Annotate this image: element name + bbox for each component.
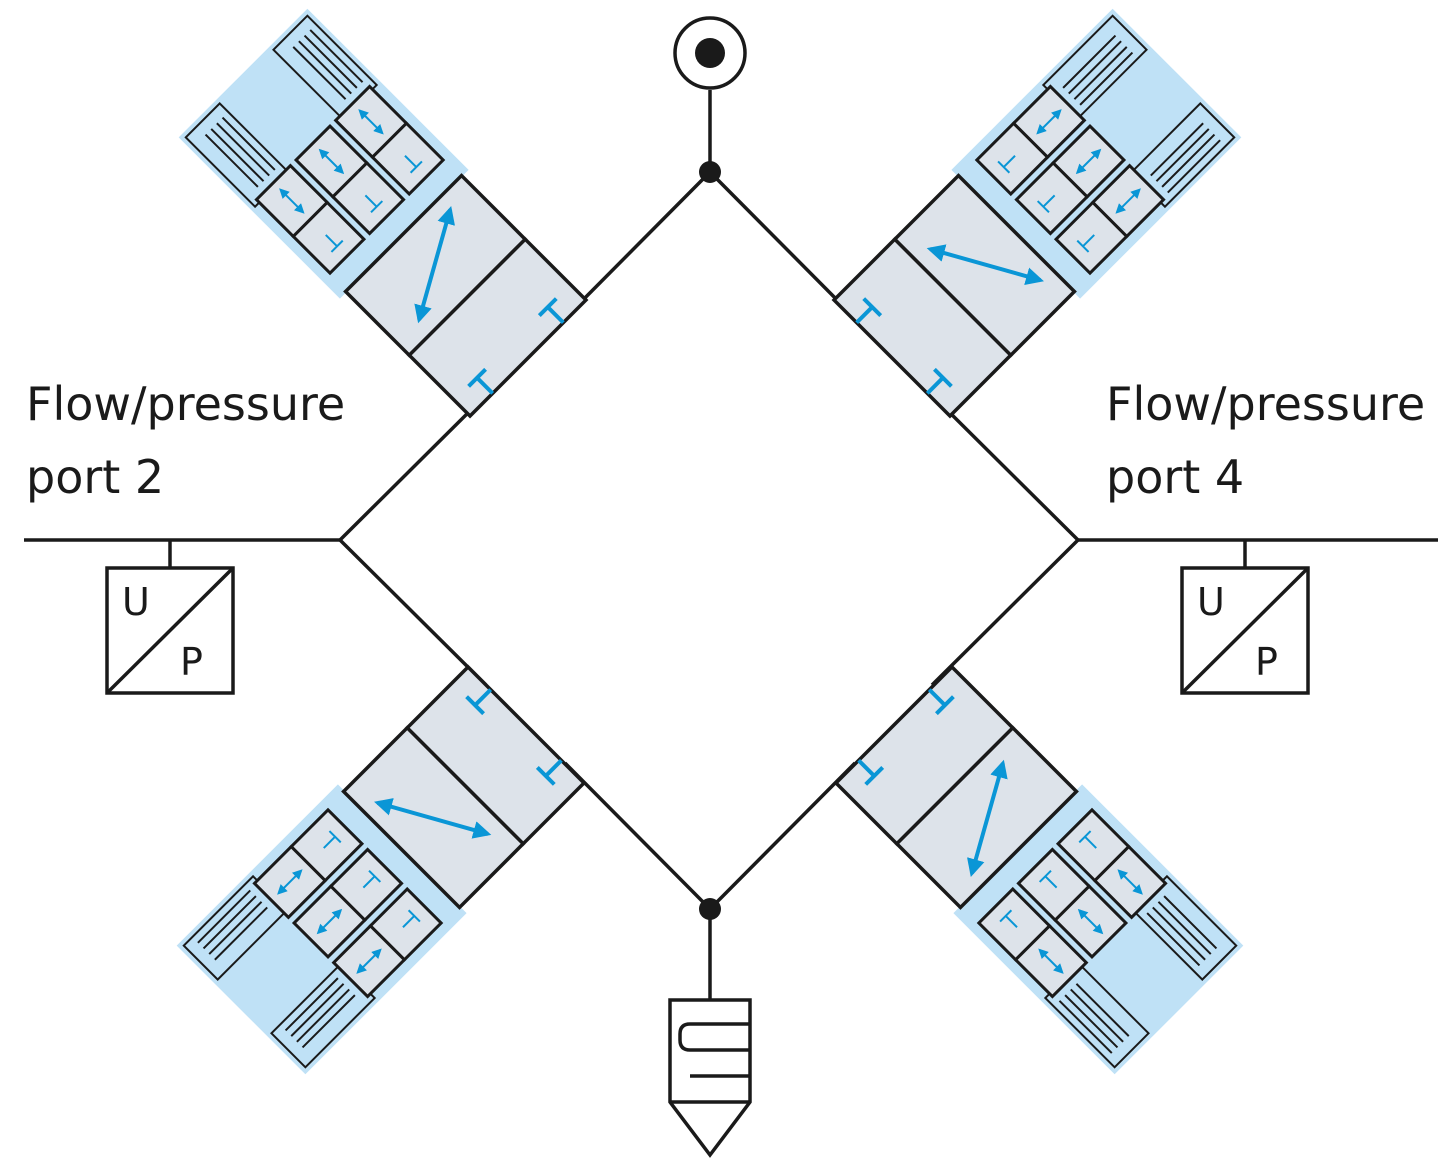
port-right-label-line2: port 4 xyxy=(1106,450,1244,504)
valve-top-left xyxy=(179,9,593,423)
port-left-label-line1: Flow/pressure xyxy=(26,377,345,431)
transducer-left-p: P xyxy=(180,640,203,684)
transducer-right-p: P xyxy=(1255,640,1278,684)
junction-bottom xyxy=(699,898,721,920)
valve-bottom-right xyxy=(830,661,1244,1075)
port-left-label-line2: port 2 xyxy=(26,450,164,504)
connection-lines xyxy=(24,90,1438,1000)
junction-top xyxy=(699,161,721,183)
transducer-left-u: U xyxy=(122,580,150,624)
valve-top-right xyxy=(828,9,1242,423)
silencer-icon xyxy=(668,998,752,1158)
port-right-label-line1: Flow/pressure xyxy=(1106,377,1425,431)
transducer-right: U P xyxy=(1180,566,1310,695)
pressure-source-icon xyxy=(673,16,747,90)
valve-bottom-left xyxy=(177,661,591,1075)
transducer-right-u: U xyxy=(1197,580,1225,624)
transducer-left: U P xyxy=(105,566,235,695)
